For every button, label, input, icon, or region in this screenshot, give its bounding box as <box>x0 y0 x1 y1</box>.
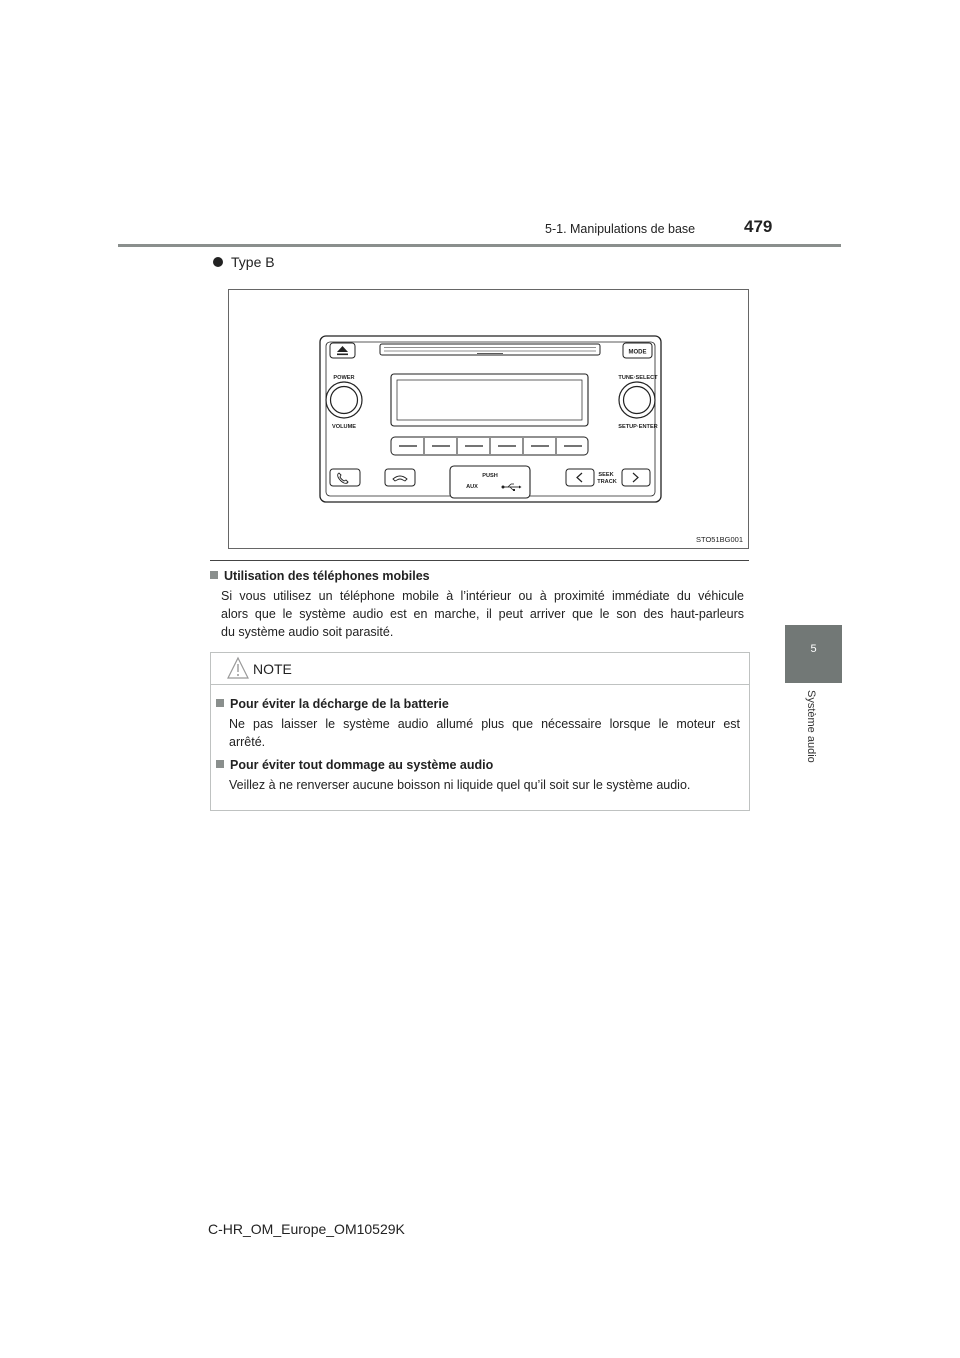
mobile-phone-section: Utilisation des téléphones mobiles Si vo… <box>210 569 750 641</box>
seek-forward-button[interactable] <box>621 468 651 487</box>
paragraph-line: Veillez à ne renverser aucune boisson ni… <box>229 778 691 792</box>
audio-unit-illustration: MODE POWER VOLUME TUNE·SELECT SETUP·ENTE… <box>319 335 662 503</box>
type-heading: Type B <box>213 254 275 270</box>
note-item-battery: Pour éviter la décharge de la batterie N… <box>216 697 744 751</box>
header-rule <box>118 244 841 247</box>
mode-label: MODE <box>629 350 647 356</box>
section-divider <box>210 560 749 561</box>
page-number: 479 <box>744 217 773 236</box>
cd-slot <box>379 343 601 356</box>
warning-icon <box>227 656 249 679</box>
aux-label: AUX <box>466 484 478 490</box>
chapter-label-text: Système audio <box>805 690 817 763</box>
section-heading: Utilisation des téléphones mobiles <box>210 569 750 583</box>
note-item-damage: Pour éviter tout dommage au système audi… <box>216 758 744 794</box>
bullet-icon <box>213 257 223 267</box>
track-label: TRACK <box>597 479 617 485</box>
type-label: Type B <box>231 254 275 270</box>
paragraph-line: arrêté. <box>229 735 266 749</box>
paragraph-line: Si vous utilisez un téléphone mobile à l… <box>221 589 744 603</box>
eject-button[interactable] <box>329 342 356 359</box>
preset-buttons[interactable] <box>390 436 589 456</box>
note-item-heading-text: Pour éviter tout dommage au système audi… <box>230 758 494 772</box>
phone-call-button[interactable] <box>329 468 361 487</box>
square-bullet-icon <box>216 760 224 768</box>
figure-code: STO51BG001 <box>696 535 743 544</box>
setup-enter-label: SETUP·ENTER <box>618 424 657 430</box>
square-bullet-icon <box>216 699 224 707</box>
volume-label: VOLUME <box>332 424 356 430</box>
seek-label: SEEK <box>598 472 613 478</box>
tune-select-label: TUNE·SELECT <box>618 375 658 381</box>
section-title: 5-1. Manipulations de base <box>545 222 696 236</box>
power-label: POWER <box>333 375 354 381</box>
mode-button[interactable]: MODE <box>622 342 653 359</box>
note-item-heading-text: Pour éviter la décharge de la batterie <box>230 697 449 711</box>
note-box: NOTE Pour éviter la décharge de la batte… <box>210 652 750 811</box>
hang-up-button[interactable] <box>384 468 416 487</box>
usb-icon <box>501 483 522 491</box>
push-label: PUSH <box>482 473 498 479</box>
paragraph-line: Ne pas laisser le système audio allumé p… <box>229 717 740 731</box>
chapter-label: Système audio <box>801 690 821 790</box>
note-header: NOTE <box>211 653 749 685</box>
section-paragraph: Si vous utilisez un téléphone mobile à l… <box>221 587 744 641</box>
note-item-paragraph: Veillez à ne renverser aucune boisson ni… <box>229 776 740 794</box>
paragraph-line: du système audio soit parasité. <box>221 625 394 639</box>
note-item-heading: Pour éviter tout dommage au système audi… <box>216 758 744 772</box>
seek-back-button[interactable] <box>565 468 595 487</box>
chapter-tab: 5 <box>785 625 842 683</box>
note-item-paragraph: Ne pas laisser le système audio allumé p… <box>229 715 740 751</box>
square-bullet-icon <box>210 571 218 579</box>
footer-code: C-HR_OM_Europe_OM10529K <box>208 1221 405 1237</box>
power-volume-knob[interactable] <box>325 381 363 419</box>
aux-usb-panel[interactable]: PUSH AUX <box>449 465 531 499</box>
audio-unit-figure: MODE POWER VOLUME TUNE·SELECT SETUP·ENTE… <box>228 289 749 549</box>
paragraph-line: alors que le système audio est en marche… <box>221 607 744 621</box>
chapter-number: 5 <box>810 643 817 655</box>
tune-select-knob[interactable] <box>618 381 656 419</box>
note-title: NOTE <box>253 661 292 677</box>
section-heading-text: Utilisation des téléphones mobiles <box>224 569 430 583</box>
note-item-heading: Pour éviter la décharge de la batterie <box>216 697 744 711</box>
display-screen <box>390 373 589 427</box>
